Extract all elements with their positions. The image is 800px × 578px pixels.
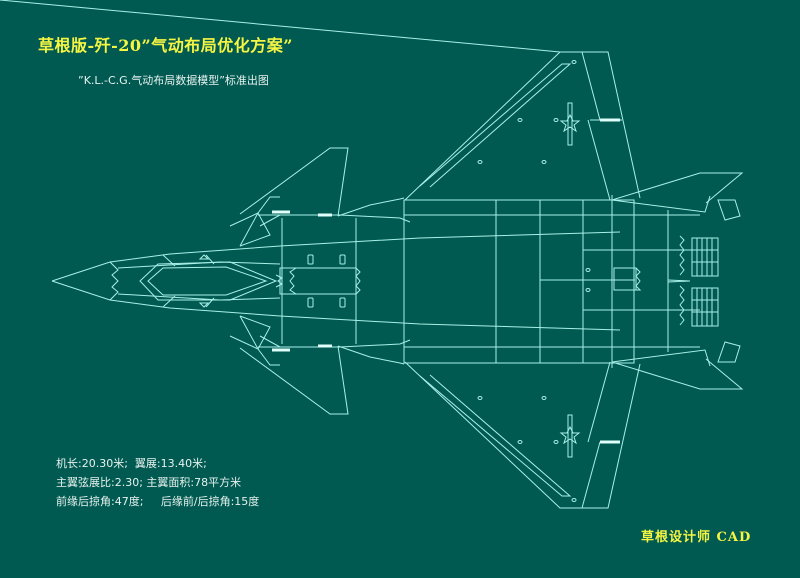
engine-nozzles (667, 235, 719, 327)
tail-lower (611, 341, 744, 390)
tail-upper (611, 172, 744, 221)
center-fuselage-grid (403, 195, 700, 368)
roundel-star-icon-lower-wing (559, 414, 581, 458)
spec-block: 机长:20.30米; 翼展:13.40米; 主翼弦展比:2.30; 主翼面积:7… (56, 454, 259, 511)
main-wing-upper (0, 0, 641, 201)
strake-lower (239, 345, 405, 415)
canard-lower (229, 315, 281, 350)
main-wing-lower (404, 361, 641, 509)
canard-upper (229, 212, 281, 247)
roundel-star-icon-upper-wing (559, 102, 581, 146)
drawing-subtitle: ”K.L.-C.G.气动布局数据模型”标准出图 (78, 74, 269, 87)
strake-upper (239, 147, 405, 217)
spec-aspect-area: 主翼弦展比:2.30; 主翼面积:78平方米 (56, 476, 242, 489)
designer-credit: 草根设计师 CAD (641, 530, 752, 545)
spec-length-span: 机长:20.30米; 翼展:13.40米; (56, 457, 207, 470)
intake-body (258, 210, 411, 352)
drawing-title: 草根版-歼-20”气动布局优化方案” (38, 36, 293, 55)
forward-fuselage (51, 231, 621, 331)
spec-sweep-angles: 前缘后掠角:47度; 后缘前/后掠角:15度 (56, 495, 260, 508)
